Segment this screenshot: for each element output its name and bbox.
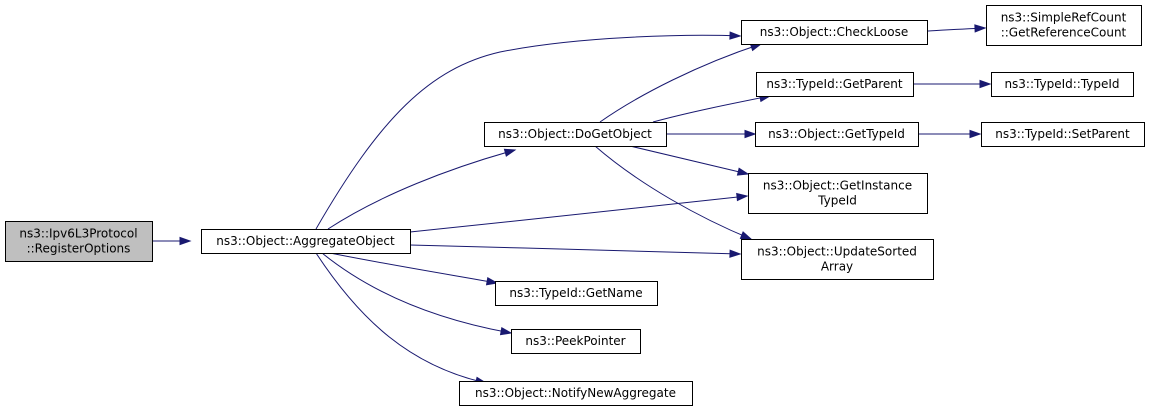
edge-line xyxy=(409,244,741,255)
edge-arrowhead xyxy=(969,129,982,139)
edge-arrowhead xyxy=(739,231,753,240)
node-box xyxy=(201,229,411,254)
edge-register_options-to-aggregate_object xyxy=(152,236,192,246)
edge-arrowhead xyxy=(729,31,742,40)
node-box xyxy=(511,329,641,354)
edge-arrowhead xyxy=(744,129,757,139)
edge-arrowhead xyxy=(499,326,513,336)
node-label: ns3::TypeId::TypeId xyxy=(1004,77,1119,91)
node-label: ns3::Object::DoGetObject xyxy=(498,127,652,141)
node-label: ns3::Object::NotifyNewAggregate xyxy=(475,386,676,400)
node-box xyxy=(495,281,658,306)
edge-aggregate_object-to-notify_new_aggregate xyxy=(315,252,488,385)
node-label: ns3::TypeId::SetParent xyxy=(995,127,1130,141)
node-label: ns3::TypeId::GetParent xyxy=(766,77,902,91)
node-box xyxy=(756,72,914,97)
node-peek-pointer[interactable]: ns3::PeekPointer xyxy=(511,329,641,354)
node-box xyxy=(986,5,1142,46)
edge-line xyxy=(315,34,741,230)
edge-aggregate_object-to-typeid_get_name xyxy=(329,252,499,286)
edge-line xyxy=(594,145,752,240)
edge-do_get_object-to-check_loose xyxy=(599,43,763,123)
edge-line xyxy=(321,252,512,334)
node-object-get-typeid[interactable]: ns3::Object::GetTypeId xyxy=(755,122,919,147)
node-label: ns3::Object::UpdateSorted xyxy=(757,245,917,259)
node-label: ::GetReferenceCount xyxy=(1001,26,1127,40)
node-box xyxy=(748,173,928,214)
edge-arrowhead xyxy=(974,24,987,33)
node-label: ns3::Object::AggregateObject xyxy=(216,234,395,248)
edge-aggregate_object-to-update_sorted_array xyxy=(409,244,742,258)
node-box xyxy=(755,122,919,147)
edge-line xyxy=(629,145,749,175)
node-typeid-set-parent[interactable]: ns3::TypeId::SetParent xyxy=(981,122,1145,147)
edge-aggregate_object-to-check_loose xyxy=(315,31,742,230)
node-check-loose[interactable]: ns3::Object::CheckLoose xyxy=(741,20,928,45)
edge-line xyxy=(409,195,748,233)
node-typeid-typeid[interactable]: ns3::TypeId::TypeId xyxy=(991,72,1134,97)
node-label: ns3::TypeId::GetName xyxy=(509,286,642,300)
edge-arrowhead xyxy=(503,148,517,157)
node-get-reference-count[interactable]: ns3::SimpleRefCount::GetReferenceCount xyxy=(986,5,1142,46)
edge-aggregate_object-to-get_instance_typeid xyxy=(409,192,749,233)
edges-layer xyxy=(152,24,992,385)
node-box xyxy=(741,239,934,280)
node-label: ns3::PeekPointer xyxy=(525,334,625,348)
edge-line xyxy=(599,43,762,123)
edge-object_get_typeid-to-typeid_set_parent xyxy=(918,129,982,139)
edge-do_get_object-to-object_get_typeid xyxy=(666,129,757,139)
edge-arrowhead xyxy=(736,192,749,202)
edge-arrowhead xyxy=(485,277,499,286)
node-notify-new-aggregate[interactable]: ns3::Object::NotifyNewAggregate xyxy=(459,381,693,406)
edge-do_get_object-to-typeid_get_parent xyxy=(652,93,772,123)
edge-line xyxy=(652,95,771,123)
node-label: ns3::SimpleRefCount xyxy=(1001,11,1127,25)
node-box xyxy=(981,122,1145,147)
edge-arrowhead xyxy=(729,249,742,258)
edge-do_get_object-to-update_sorted_array xyxy=(594,145,753,240)
edge-aggregate_object-to-do_get_object xyxy=(327,148,517,230)
node-box xyxy=(5,221,153,262)
edge-arrowhead xyxy=(736,167,750,176)
node-box xyxy=(459,381,693,406)
node-label: ns3::Object::CheckLoose xyxy=(760,25,908,39)
edge-typeid_get_parent-to-typeid_typeid xyxy=(913,79,992,89)
node-typeid-get-parent[interactable]: ns3::TypeId::GetParent xyxy=(756,72,914,97)
node-typeid-get-name[interactable]: ns3::TypeId::GetName xyxy=(495,281,658,306)
nodes-layer: ns3::Ipv6L3Protocol::RegisterOptionsns3:… xyxy=(5,5,1145,406)
node-label: TypeId xyxy=(817,194,857,208)
edge-aggregate_object-to-peek_pointer xyxy=(321,252,513,336)
edge-line xyxy=(329,252,498,284)
edge-check_loose-to-get_reference_count xyxy=(926,24,987,33)
node-do-get-object[interactable]: ns3::Object::DoGetObject xyxy=(484,122,667,147)
node-label: ::RegisterOptions xyxy=(27,242,131,256)
node-box xyxy=(484,122,667,147)
edge-do_get_object-to-get_instance_typeid xyxy=(629,145,750,176)
node-label: ns3::Object::GetTypeId xyxy=(768,127,905,141)
node-box xyxy=(991,72,1134,97)
edge-arrowhead xyxy=(179,236,192,246)
edge-line xyxy=(327,149,516,230)
node-label: Array xyxy=(821,260,853,274)
edge-line xyxy=(315,252,487,384)
node-label: ns3::Object::GetInstance xyxy=(763,179,912,193)
edge-arrowhead xyxy=(979,79,992,89)
node-aggregate-object[interactable]: ns3::Object::AggregateObject xyxy=(201,229,411,254)
node-box xyxy=(741,20,928,45)
node-register-options[interactable]: ns3::Ipv6L3Protocol::RegisterOptions xyxy=(5,221,153,262)
node-label: ns3::Ipv6L3Protocol xyxy=(19,227,137,241)
